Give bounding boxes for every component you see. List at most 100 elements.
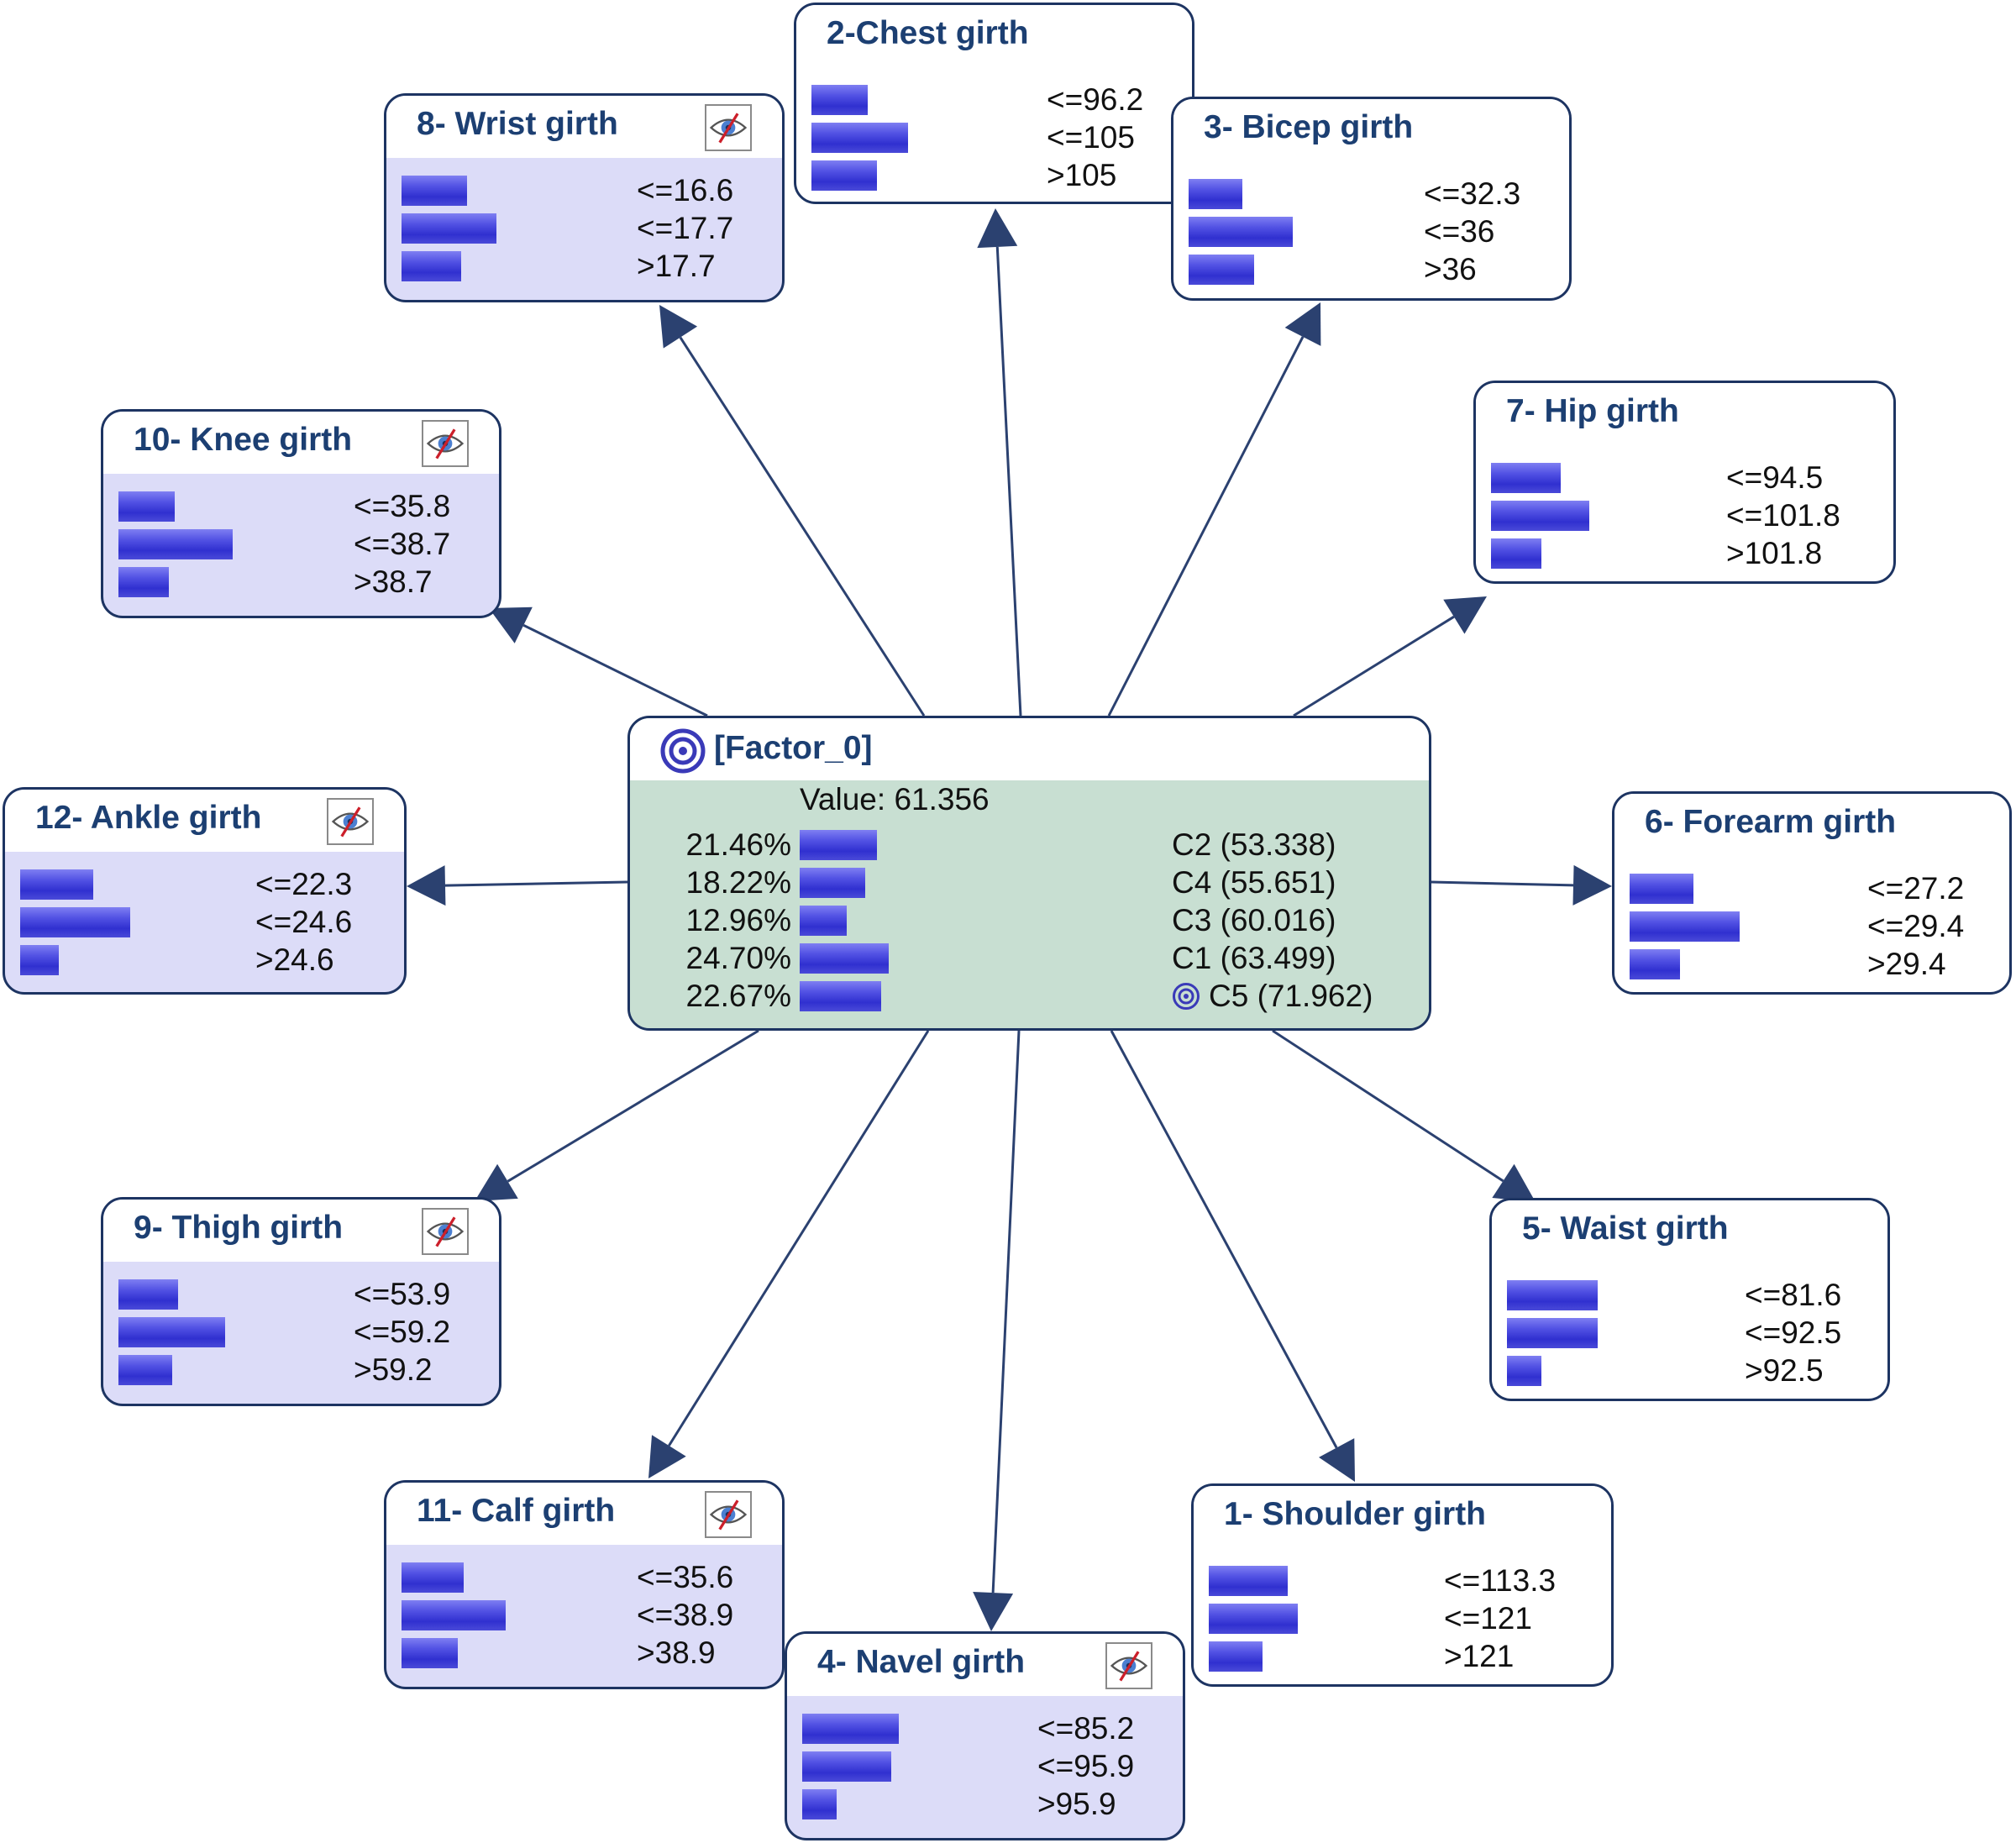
state-row[interactable]: >92.5 — [1507, 1353, 1872, 1389]
state-row[interactable]: <=17.7 — [402, 211, 767, 246]
state-row[interactable]: <=29.4 — [1630, 909, 1994, 944]
node-hip[interactable]: 7- Hip girth <=94.5<=101.8>101.8 — [1473, 381, 1896, 584]
hidden-eye-icon[interactable] — [705, 1491, 752, 1538]
node-shoulder[interactable]: 1- Shoulder girth<=113.3<=121>121 — [1191, 1483, 1614, 1687]
probability-bar — [1491, 501, 1589, 531]
target-state-row[interactable]: 21.46%C2 (53.338) — [630, 827, 1429, 863]
node-header: 9- Thigh girth — [103, 1200, 499, 1262]
hidden-eye-icon[interactable] — [422, 420, 469, 467]
probability-bar — [1507, 1280, 1598, 1310]
probability-bar — [800, 906, 847, 936]
node-waist[interactable]: 5- Waist girth <=81.6<=92.5>92.5 — [1489, 1198, 1890, 1401]
state-row[interactable]: <=32.3 — [1189, 176, 1554, 212]
state-row[interactable]: >36 — [1189, 252, 1554, 287]
hidden-eye-icon[interactable] — [1105, 1642, 1152, 1689]
state-row[interactable]: <=105 — [811, 120, 1177, 155]
state-row[interactable]: <=101.8 — [1491, 498, 1878, 533]
node-title: 10- Knee girth — [134, 422, 353, 458]
state-label: <=35.6 — [637, 1560, 734, 1594]
state-row[interactable]: >38.7 — [118, 564, 484, 600]
state-label: <=53.9 — [354, 1277, 451, 1311]
probability-bar — [811, 160, 877, 191]
probability-bar — [802, 1751, 891, 1782]
state-label: <=32.3 — [1424, 176, 1521, 211]
state-label: <=105 — [1047, 120, 1135, 155]
state-label: <=96.2 — [1047, 82, 1144, 117]
hidden-eye-icon[interactable] — [422, 1208, 469, 1255]
node-header: 8- Wrist girth — [386, 96, 782, 158]
probability-bar — [1189, 179, 1242, 209]
state-row[interactable]: >38.9 — [402, 1636, 767, 1671]
state-row[interactable]: >95.9 — [802, 1787, 1168, 1822]
edge-to-calf — [668, 1030, 930, 1447]
state-row[interactable]: >105 — [811, 158, 1177, 193]
state-row[interactable]: <=59.2 — [118, 1315, 484, 1350]
node-knee[interactable]: 10- Knee girth <=35.8<=38.7>38.7 — [101, 409, 501, 618]
state-label: >101.8 — [1726, 536, 1823, 570]
state-label: <=27.2 — [1867, 871, 1965, 906]
target-state-row[interactable]: 12.96%C3 (60.016) — [630, 903, 1429, 938]
state-row[interactable]: <=81.6 — [1507, 1278, 1872, 1313]
hidden-eye-icon[interactable] — [705, 104, 752, 151]
state-row[interactable]: >29.4 — [1630, 947, 1994, 982]
state-row[interactable]: >24.6 — [20, 943, 389, 978]
state-class-text: C4 (55.651) — [1172, 865, 1336, 900]
state-row[interactable]: <=24.6 — [20, 905, 389, 940]
edge-to-hip — [1293, 615, 1455, 717]
state-row[interactable]: <=96.2 — [811, 82, 1177, 118]
node-bicep[interactable]: 3- Bicep girth<=32.3<=36>36 — [1171, 97, 1572, 301]
node-forearm[interactable]: 6- Forearm girth<=27.2<=29.4>29.4 — [1612, 791, 2012, 995]
state-class-text: C5 (71.962) — [1209, 979, 1373, 1013]
state-row[interactable]: <=22.3 — [20, 867, 389, 902]
edge-to-wrist — [679, 336, 926, 717]
node-chest[interactable]: 2-Chest girth<=96.2<=105>105 — [794, 3, 1194, 204]
probability-bar — [118, 1317, 225, 1347]
state-row[interactable]: <=35.8 — [118, 489, 484, 524]
state-row[interactable]: <=85.2 — [802, 1711, 1168, 1746]
state-label: <=94.5 — [1726, 460, 1824, 495]
state-row[interactable]: <=27.2 — [1630, 871, 1994, 906]
state-label: <=17.7 — [637, 211, 734, 245]
state-class-text: C2 (53.338) — [1172, 827, 1336, 862]
state-percentage: 22.67% — [685, 979, 792, 1013]
state-row[interactable]: >101.8 — [1491, 536, 1878, 571]
state-label: <=36 — [1424, 214, 1495, 249]
state-row[interactable]: <=38.9 — [402, 1598, 767, 1633]
state-row[interactable]: <=53.9 — [118, 1277, 484, 1312]
state-row[interactable]: <=16.6 — [402, 173, 767, 208]
node-thigh[interactable]: 9- Thigh girth <=53.9 <=59.2>59.2 — [101, 1197, 501, 1406]
state-label: >29.4 — [1867, 947, 1946, 981]
state-row[interactable]: >59.2 — [118, 1352, 484, 1388]
probability-bar — [1189, 255, 1254, 285]
state-row[interactable]: >121 — [1209, 1639, 1596, 1674]
probability-bar — [1491, 463, 1561, 493]
target-state-row[interactable]: 18.22%C4 (55.651) — [630, 865, 1429, 900]
hidden-eye-icon[interactable] — [327, 798, 374, 845]
node-title: 12- Ankle girth — [35, 800, 262, 836]
target-node-factor-0[interactable]: [Factor_0] Value: 61.356 21.46%C2 (53.33… — [627, 716, 1431, 1031]
node-header: 7- Hip girth — [1476, 383, 1893, 445]
node-ankle[interactable]: 12- Ankle girth <=22.3<=24.6>24.6 — [3, 787, 407, 995]
state-class-label: C5 (71.962) — [1172, 979, 1373, 1014]
state-row[interactable]: <=94.5 — [1491, 460, 1878, 496]
target-state-row[interactable]: 24.70%C1 (63.499) — [630, 941, 1429, 976]
target-state-icon — [1173, 983, 1200, 1010]
node-wrist[interactable]: 8- Wrist girth <=16.6<=17.7 >17.7 — [384, 93, 785, 302]
state-row[interactable]: <=92.5 — [1507, 1315, 1872, 1351]
state-row[interactable]: >17.7 — [402, 249, 767, 284]
state-row[interactable]: <=36 — [1189, 214, 1554, 249]
state-row[interactable]: <=95.9 — [802, 1749, 1168, 1784]
target-node-title: [Factor_0] — [714, 730, 873, 766]
state-label: >59.2 — [354, 1352, 433, 1387]
state-row[interactable]: <=113.3 — [1209, 1563, 1596, 1599]
probability-bar — [802, 1789, 837, 1819]
node-calf[interactable]: 11- Calf girth<=35.6<=38.9>38.9 — [384, 1480, 785, 1689]
state-row[interactable]: <=35.6 — [402, 1560, 767, 1595]
node-navel[interactable]: 4- Navel girth<=85.2<=95.9>95.9 — [785, 1631, 1185, 1840]
node-header: 5- Waist girth — [1492, 1200, 1887, 1263]
probability-bar — [20, 869, 93, 900]
state-label: <=29.4 — [1867, 909, 1965, 943]
state-row[interactable]: <=121 — [1209, 1601, 1596, 1636]
state-row[interactable]: <=38.7 — [118, 527, 484, 562]
target-state-row[interactable]: 22.67% C5 (71.962) — [630, 979, 1429, 1014]
